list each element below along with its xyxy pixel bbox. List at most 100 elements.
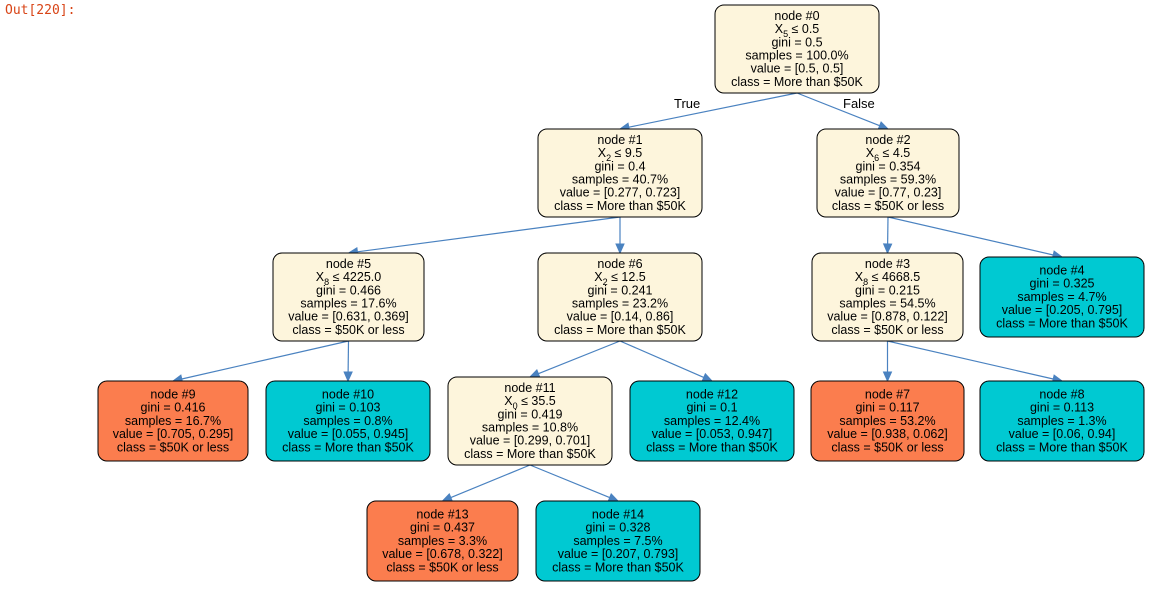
edge-arrowhead-1-to-6 — [615, 243, 625, 255]
edge-arrowhead-6-to-12 — [701, 372, 714, 382]
node-title: node #9 — [150, 388, 195, 402]
node-split-rule: X2 ≤ 12.5 — [594, 270, 646, 287]
node-box — [816, 128, 960, 218]
node-gini: gini = 0.5 — [771, 35, 822, 49]
node-samples: samples = 17.6% — [300, 297, 396, 311]
split-variable-index: 2 — [606, 153, 611, 163]
node-class: class = More than $50K — [996, 440, 1128, 454]
edge-1-to-5 — [357, 216, 621, 253]
node-split-rule: X2 ≤ 9.5 — [598, 146, 643, 163]
edge-11-to-14 — [529, 464, 610, 499]
node-title: node #12 — [686, 388, 738, 402]
node-gini: gini = 0.328 — [586, 521, 651, 535]
node-class: class = $50K or less — [117, 440, 229, 454]
node-samples: samples = 0.8% — [303, 414, 392, 428]
node-class: class = $50K or less — [832, 199, 944, 213]
split-variable: X — [316, 270, 325, 284]
node-title: node #5 — [326, 257, 371, 271]
node-value: value = [0.055, 0.945] — [288, 427, 409, 441]
edge-arrowhead-6-to-11 — [528, 369, 541, 378]
split-variable: X — [855, 270, 864, 284]
node-box — [810, 380, 965, 462]
node-value: value = [0.878, 0.122] — [827, 310, 948, 324]
node-box — [979, 380, 1145, 462]
split-variable-index: 2 — [603, 277, 608, 287]
node-value: value = [0.705, 0.295] — [113, 427, 234, 441]
split-threshold: ≤ 0.5 — [788, 22, 819, 36]
node-class: class = More than $50K — [464, 447, 596, 461]
node-samples: samples = 53.2% — [839, 414, 935, 428]
node-class: class = $50K or less — [292, 323, 404, 337]
node-class: class = More than $50K — [554, 199, 686, 213]
node-class: class = $50K or less — [386, 560, 498, 574]
node-box — [535, 500, 701, 582]
node-gini: gini = 0.419 — [498, 407, 563, 421]
node-split-rule: X6 ≤ 4.5 — [866, 146, 911, 163]
split-variable: X — [504, 394, 513, 408]
node-value: value = [0.06, 0.94] — [1009, 427, 1116, 441]
node-title: node #14 — [592, 508, 644, 522]
split-threshold: ≤ 4668.5 — [868, 270, 920, 284]
node-gini: gini = 0.241 — [588, 283, 653, 297]
node-box — [272, 252, 425, 342]
node-value: value = [0.678, 0.322] — [382, 547, 503, 561]
split-variable-index: 5 — [783, 29, 788, 39]
node-split-rule: X8 ≤ 4668.5 — [855, 270, 920, 287]
edge-arrowhead-0-to-2 — [877, 121, 890, 130]
split-variable: X — [866, 146, 875, 160]
node-title: node #4 — [1039, 264, 1084, 278]
node-title: node #8 — [1039, 388, 1084, 402]
node-title: node #1 — [597, 133, 642, 147]
edge-11-to-13 — [450, 464, 531, 499]
node-gini: gini = 0.103 — [316, 401, 381, 415]
node-title: node #0 — [774, 9, 819, 23]
node-class: class = $50K or less — [831, 323, 943, 337]
split-variable-index: 0 — [513, 401, 518, 411]
node-value: value = [0.277, 0.723] — [560, 186, 681, 200]
edge-6-to-11 — [538, 340, 621, 375]
node-split-rule: X8 ≤ 4225.0 — [316, 270, 381, 287]
node-samples: samples = 40.7% — [572, 173, 668, 187]
node-samples: samples = 10.8% — [482, 421, 578, 435]
node-samples: samples = 4.7% — [1017, 290, 1106, 304]
node-samples: samples = 23.2% — [572, 297, 668, 311]
node-split-rule: X0 ≤ 35.5 — [504, 394, 556, 411]
node-box — [265, 380, 431, 462]
edge-0-to-2 — [796, 92, 880, 127]
node-gini: gini = 0.215 — [855, 283, 920, 297]
node-title: node #3 — [865, 257, 910, 271]
edge-arrowhead-5-to-10 — [343, 371, 353, 383]
node-gini: gini = 0.437 — [410, 521, 475, 535]
edge-label-false: False — [843, 96, 875, 111]
node-samples: samples = 7.5% — [573, 534, 662, 548]
edge-label-true: True — [674, 96, 700, 111]
node-class: class = $50K or less — [831, 440, 943, 454]
node-samples: samples = 16.7% — [125, 414, 221, 428]
node-box — [366, 500, 519, 582]
node-title: node #7 — [865, 388, 910, 402]
node-class: class = More than $50K — [646, 440, 778, 454]
node-box — [447, 376, 613, 466]
split-variable-index: 6 — [874, 153, 879, 163]
node-gini: gini = 0.325 — [1030, 277, 1095, 291]
edge-2-to-4 — [887, 216, 1054, 256]
split-threshold: ≤ 4.5 — [879, 146, 910, 160]
output-prompt: Out[220]: — [5, 3, 76, 18]
node-class: class = More than $50K — [554, 323, 686, 337]
node-value: value = [0.77, 0.23] — [835, 186, 942, 200]
node-gini: gini = 0.4 — [594, 159, 645, 173]
node-gini: gini = 0.466 — [316, 283, 381, 297]
node-value: value = [0.14, 0.86] — [567, 310, 674, 324]
node-class: class = More than $50K — [552, 560, 684, 574]
node-box — [629, 380, 795, 462]
